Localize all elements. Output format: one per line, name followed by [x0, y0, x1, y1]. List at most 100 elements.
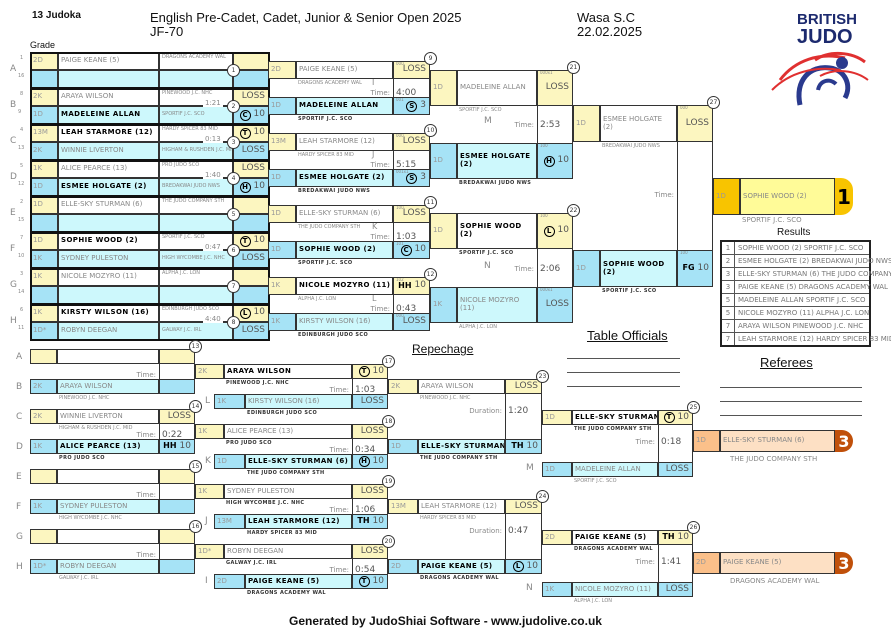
time-box: [159, 423, 195, 440]
match-number: 8: [227, 316, 240, 329]
score-mark-icon: H: [358, 456, 370, 467]
referee-line: [720, 387, 862, 388]
time-label: Time:: [136, 491, 157, 499]
score-cell: [159, 499, 195, 514]
match-time: 1:03: [396, 232, 417, 242]
result-text: SOPHIE WOOD (2) SPORTIF J.C. SCO: [738, 244, 864, 252]
score-cell: [159, 529, 195, 544]
winner-grade: 1D: [713, 178, 740, 215]
score-cell: [159, 469, 195, 484]
club-name: PRO JUDO SCO: [226, 440, 272, 446]
pool-letter: B: [10, 100, 17, 110]
ippon-code: 100: [396, 205, 404, 210]
contestant-name: NICOLE MOZYRO (11): [296, 277, 393, 295]
club-name: THE JUDO COMPANY STH: [420, 455, 498, 461]
match-letter: M: [484, 116, 492, 126]
score-mark-icon: H: [239, 181, 251, 193]
time-label: Duration:: [469, 527, 502, 535]
grade-cell: 1D: [214, 454, 245, 469]
pool-letter: F: [16, 502, 22, 512]
score-value: 10: [253, 235, 265, 246]
score-mark-icon: T: [239, 127, 251, 139]
contestant-name: PAIGE KEANE (5): [418, 559, 505, 574]
grade-cell: 1D*: [195, 544, 224, 559]
score-cell: LOSS: [658, 582, 693, 597]
club-name: PINEWOOD J.C. NHC: [226, 380, 289, 386]
club-name: THE JUDO COMPANY STH: [574, 426, 652, 432]
ippon-code: 000x1: [540, 287, 553, 292]
score-value: LOSS: [402, 208, 426, 219]
grade-cell: [30, 469, 57, 484]
result-text: ESMEE HOLGATE (2) BREDAKWAI JUDO NWS: [738, 257, 891, 265]
bronze-club: THE JUDO COMPANY STH: [730, 455, 818, 463]
score-cell: LOSS: [352, 394, 388, 409]
grade-cell: 2D: [214, 574, 245, 589]
official-line: [567, 372, 680, 373]
time-box: [352, 558, 388, 575]
grade-cell: 1K: [214, 394, 245, 409]
results-heading: Results: [777, 227, 811, 238]
pool-letter: H: [16, 562, 23, 572]
club-name: PINEWOOD J.C. NHC: [59, 395, 110, 401]
ippon-code: 102: [396, 277, 404, 282]
match-number: 23: [536, 370, 549, 383]
match-number: 22: [567, 204, 580, 217]
seed-number: 2: [20, 199, 24, 205]
score-mark-icon: T: [239, 235, 251, 247]
score-mark-icon: L: [239, 307, 251, 319]
seed-number: 4: [20, 127, 24, 133]
grade-cell: 1D: [268, 169, 296, 187]
contestant-name: SOPHIE WOOD (2): [600, 250, 677, 287]
score-value: LOSS: [685, 117, 709, 128]
match-number: 26: [687, 521, 700, 534]
time-label: Time:: [635, 558, 656, 566]
club-name: ALPHA J.C. LON: [459, 324, 498, 330]
contestant-name: ELLE-SKY STURMAN (6: [572, 410, 658, 425]
score-value: 10: [372, 575, 384, 586]
time-box: [159, 363, 195, 380]
time-label: Time:: [329, 506, 350, 514]
grade-cell: [30, 349, 57, 364]
grade-cell: 1D: [388, 439, 418, 454]
match-number: 1: [227, 64, 240, 77]
time-label: Time:: [329, 386, 350, 394]
score-value: LOSS: [360, 485, 384, 496]
club-name: PINEWOOD J.C. NHC: [420, 395, 471, 401]
seed-number: 13: [18, 145, 25, 151]
club-name: THE JUDO COMPANY STH: [298, 224, 361, 230]
contestant-name: KIRSTY WILSON (16): [245, 394, 352, 409]
bronze-club: DRAGONS ACADEMY WAL: [730, 577, 820, 585]
grade-cell: 2D: [542, 530, 572, 545]
match-number: 10: [424, 124, 437, 137]
pool-letter: F: [10, 244, 16, 254]
contestant-name: LEAH STARMORE (12): [296, 133, 393, 151]
time-label: Time:: [654, 191, 675, 199]
time-box: [658, 544, 693, 583]
score-mark-icon: T: [358, 576, 370, 587]
pool-letter: E: [10, 208, 16, 218]
club-name: THE JUDO COMPANY STH: [247, 470, 325, 476]
match-number: 5: [227, 208, 240, 221]
grade-cell: 1K: [430, 287, 457, 323]
contestant-name: ESMEE HOLGATE (2): [600, 105, 677, 142]
time-box: [393, 222, 430, 242]
match-letter: N: [484, 261, 491, 271]
result-place: 2: [722, 255, 735, 267]
grade-cell: 1K: [268, 277, 296, 295]
seed-number: 16: [18, 73, 25, 79]
score-mark-icon: C: [400, 244, 412, 256]
contestant-name: PAIGE KEANE (5): [245, 574, 352, 589]
grade-cell: 1D: [430, 70, 457, 106]
score-value: 10: [557, 225, 569, 236]
time-label: Duration:: [469, 407, 502, 415]
score-value: LOSS: [545, 82, 569, 93]
pool-letter: C: [16, 412, 23, 422]
